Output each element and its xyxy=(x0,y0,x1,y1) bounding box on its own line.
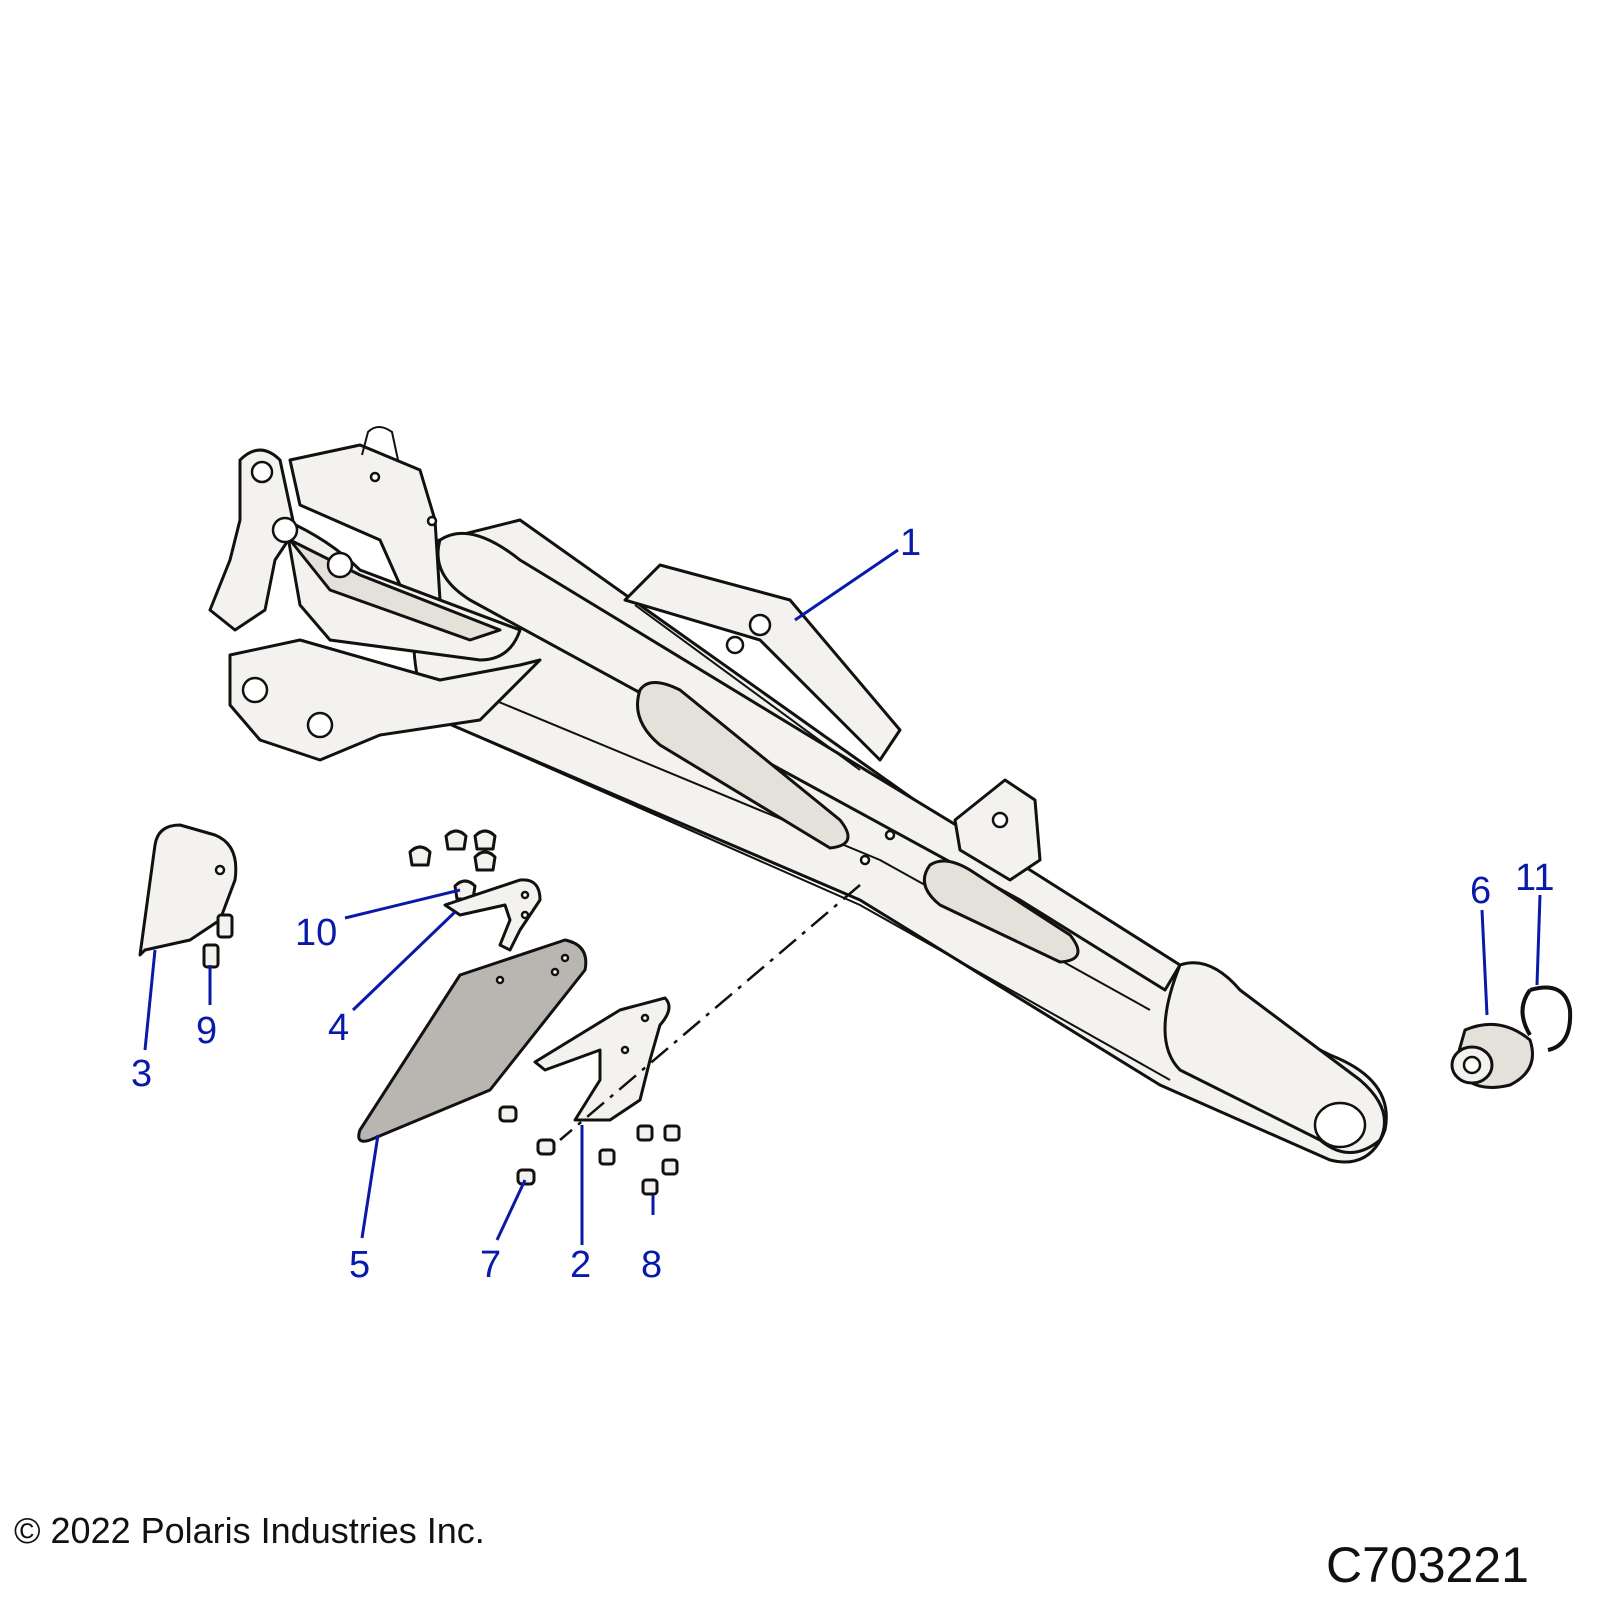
callout-6: 6 xyxy=(1470,870,1491,912)
callout-7: 7 xyxy=(480,1244,501,1286)
bushing-part-6 xyxy=(1450,1022,1534,1089)
callout-9: 9 xyxy=(196,1010,217,1052)
callouts: 1 2 3 4 5 6 7 8 9 10 11 xyxy=(131,522,1554,1286)
callout-2: 2 xyxy=(570,1244,591,1286)
callout-8: 8 xyxy=(641,1244,662,1286)
skid-plate-part-5 xyxy=(357,938,588,1143)
mount-bracket-part-2 xyxy=(533,996,671,1122)
callout-4: 4 xyxy=(328,1007,349,1049)
callout-10: 10 xyxy=(295,912,337,954)
copyright-text: © 2022 Polaris Industries Inc. xyxy=(14,1510,485,1551)
bracket-part-4 xyxy=(443,878,542,952)
callout-3: 3 xyxy=(131,1053,152,1095)
callout-1: 1 xyxy=(900,522,921,564)
swing-arm xyxy=(208,426,1388,1164)
callout-11: 11 xyxy=(1515,857,1554,899)
snap-ring-part-11 xyxy=(1520,985,1573,1052)
drawing-number: C703221 xyxy=(1326,1537,1529,1593)
callout-5: 5 xyxy=(349,1244,370,1286)
nut-part-10 xyxy=(408,829,497,901)
guard-part-3 xyxy=(138,823,238,957)
leader-lines xyxy=(143,548,1542,1245)
bolt-part-7 xyxy=(498,1105,556,1186)
bolt-part-8 xyxy=(598,1124,681,1196)
